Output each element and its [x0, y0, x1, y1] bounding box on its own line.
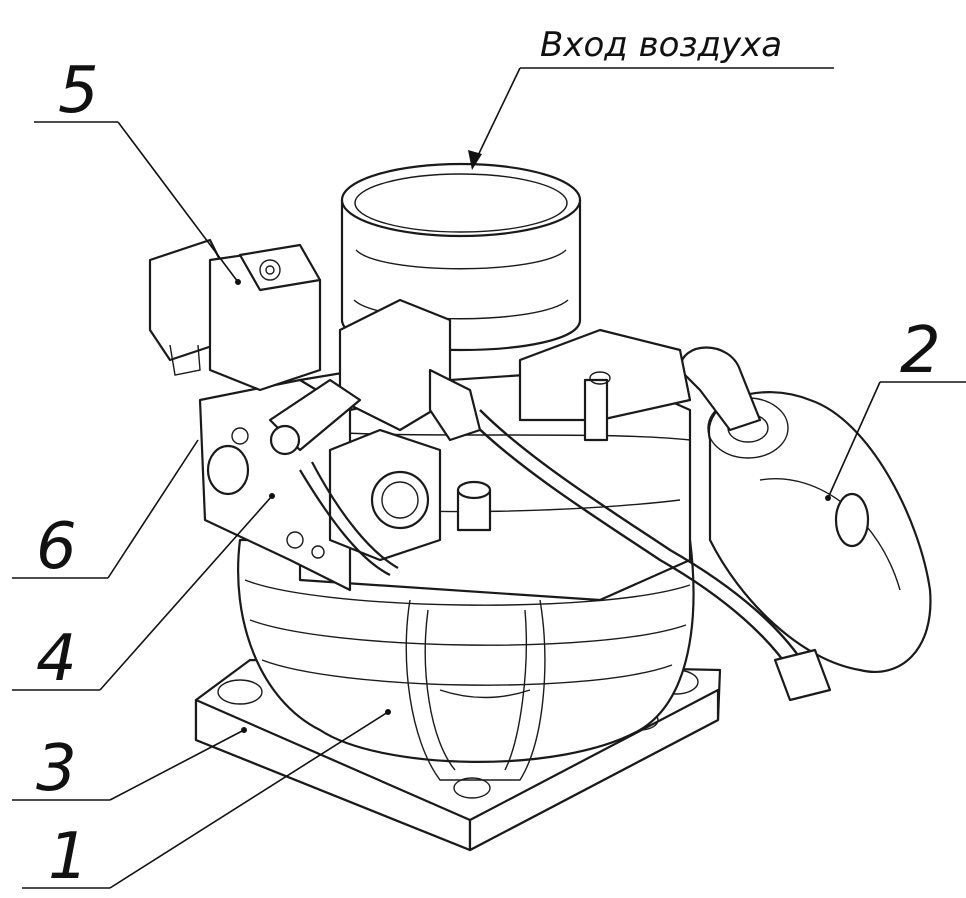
- callout-6: 6: [12, 439, 199, 584]
- callout-4: 4: [12, 495, 273, 696]
- label-3: 3: [36, 732, 77, 806]
- air-inlet-label: Вход воздуха: [540, 25, 782, 65]
- solenoid-block: [268, 298, 452, 562]
- top-front-fitting: [456, 480, 492, 532]
- linkage-bracket: [518, 328, 692, 442]
- label-4: 4: [36, 622, 77, 696]
- actuator-cylinder: [678, 346, 932, 673]
- callout-2: 2: [825, 314, 966, 501]
- label-2: 2: [900, 314, 941, 388]
- small-fitting-tube: [299, 368, 482, 576]
- air-inlet-pipe: [340, 162, 582, 352]
- callout-1: 1: [22, 709, 391, 894]
- callout-air-inlet: Вход воздуха: [468, 25, 834, 170]
- label-5: 5: [58, 54, 99, 128]
- pneumatic-hose: [469, 409, 832, 702]
- callout-5: 5: [34, 54, 241, 285]
- label-6: 6: [36, 510, 77, 584]
- label-1: 1: [48, 820, 89, 894]
- solenoid-coil: [148, 238, 322, 392]
- callout-3: 3: [12, 727, 247, 806]
